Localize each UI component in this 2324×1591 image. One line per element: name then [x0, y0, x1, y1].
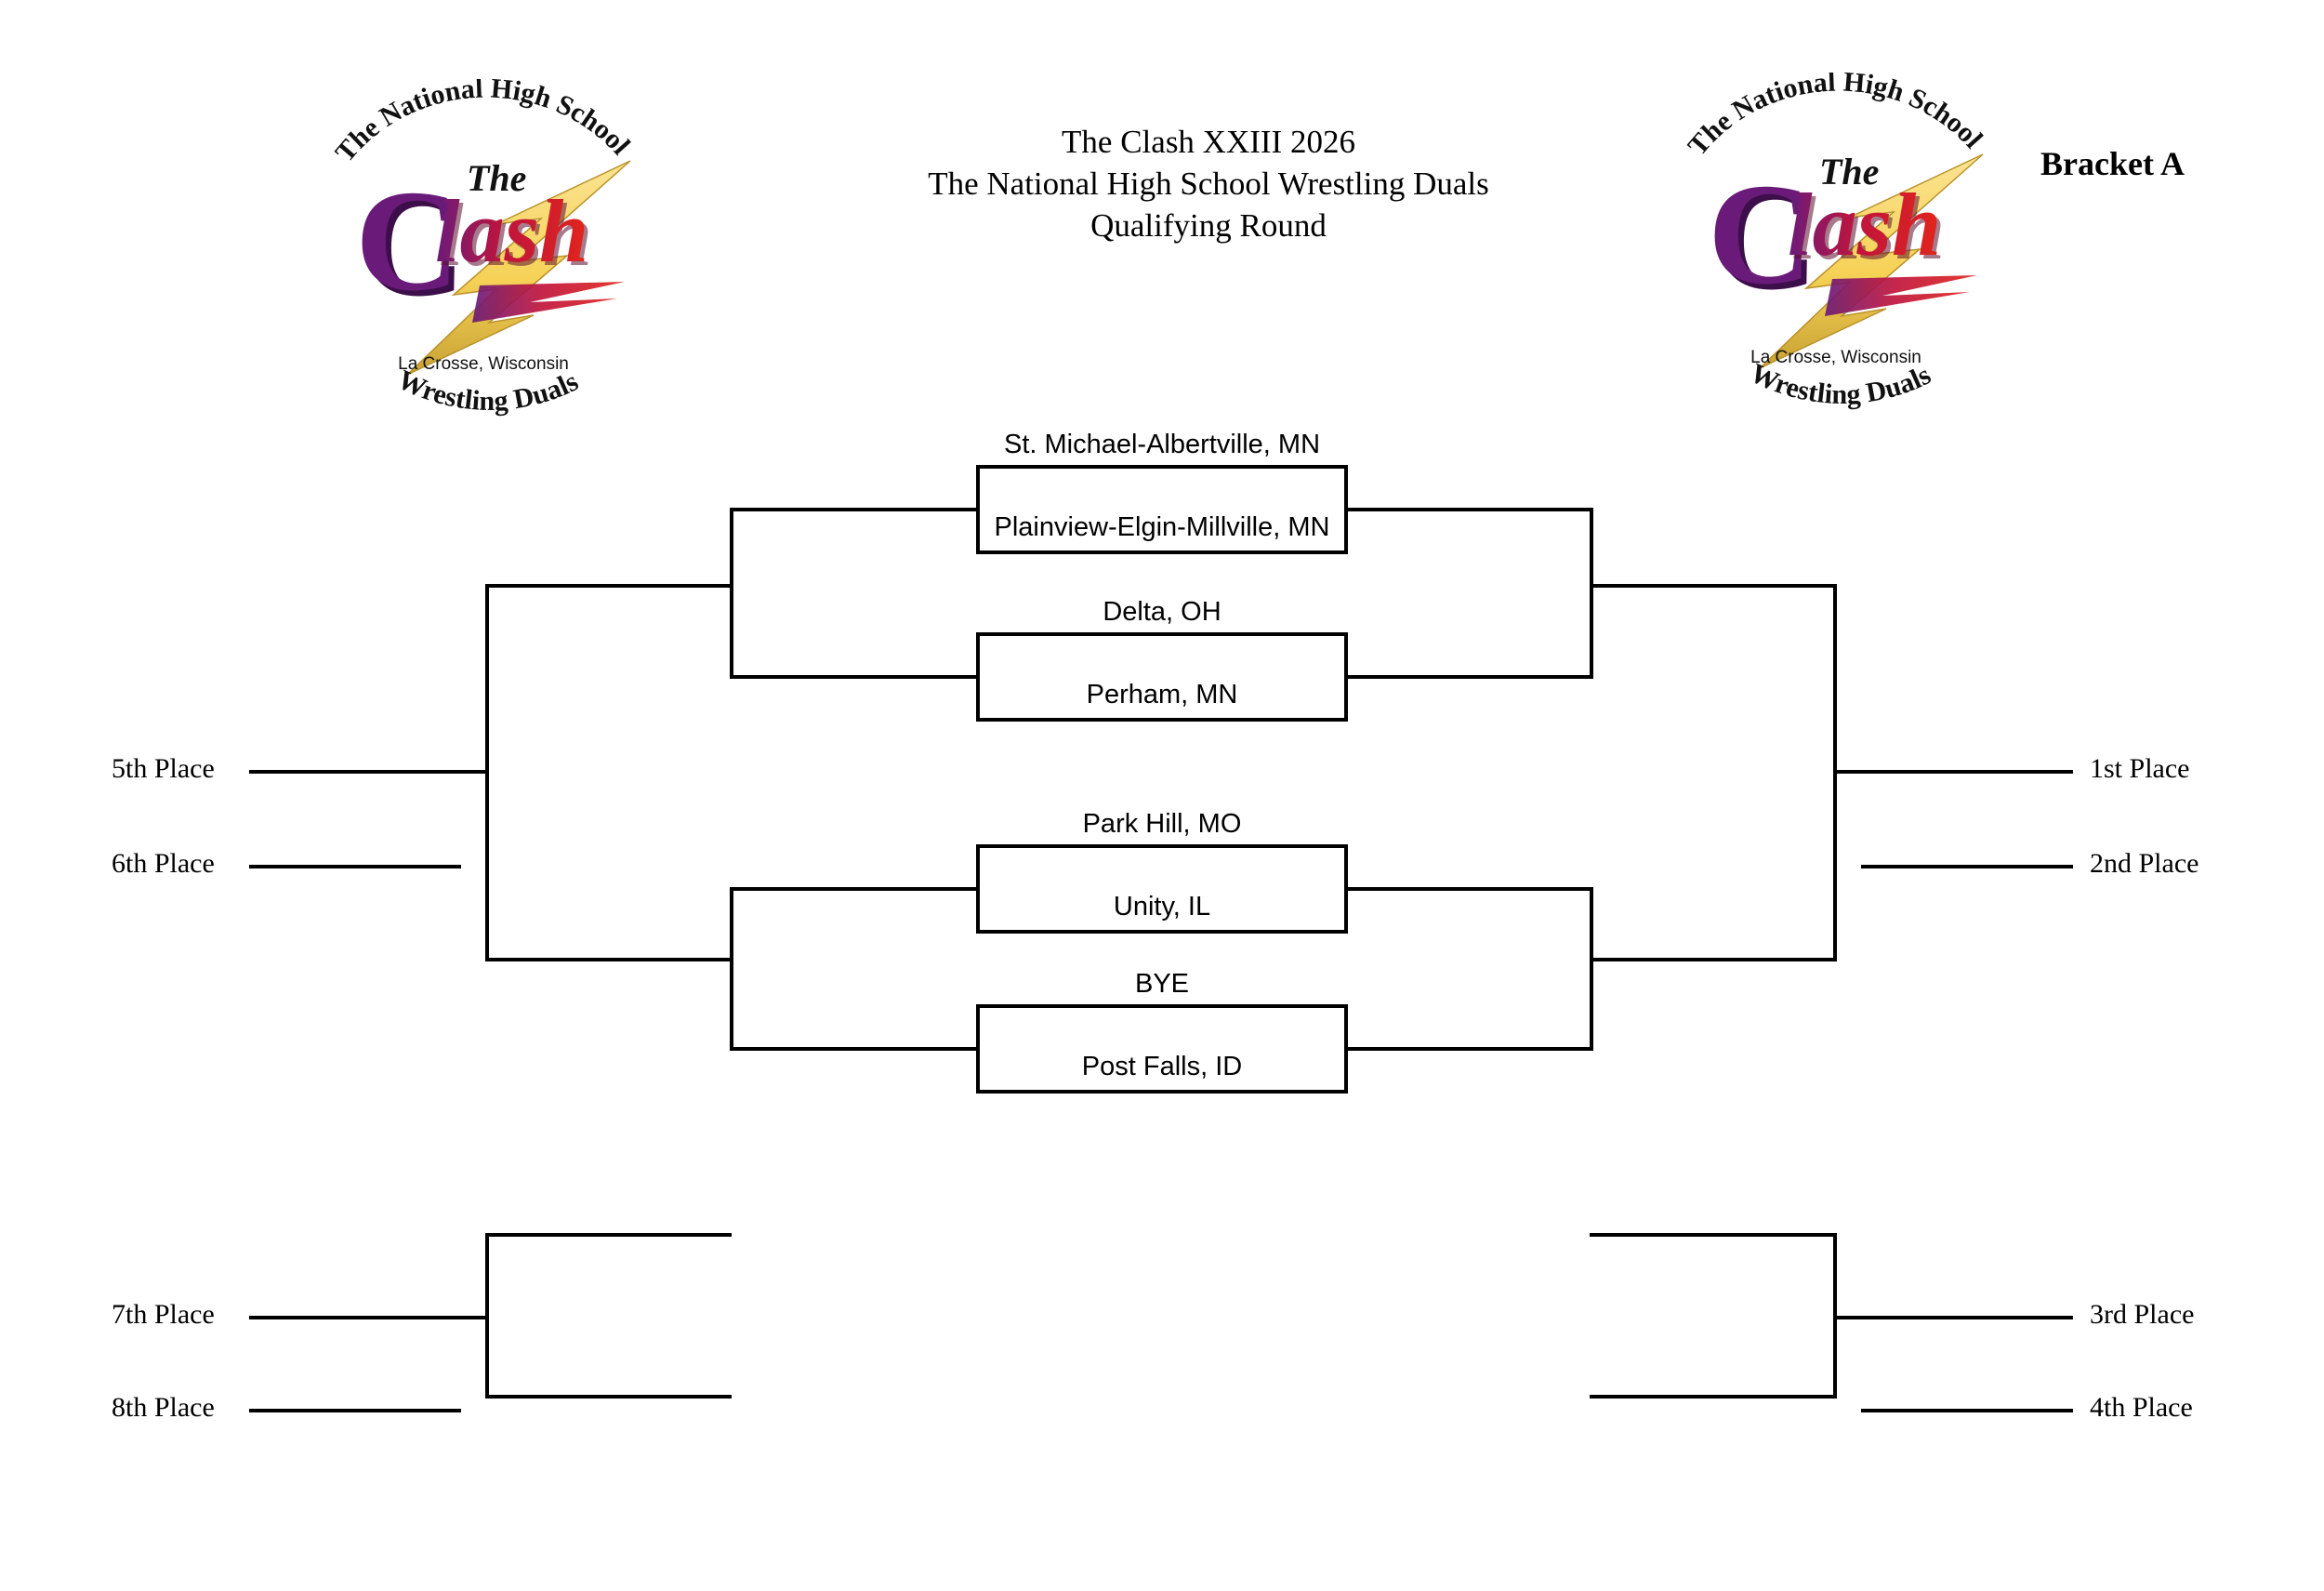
connector-left-qf3 — [730, 887, 980, 891]
team-name-bottom-qf1: Plainview-Elgin-Millville, MN — [994, 512, 1330, 542]
logo-the-text: The — [467, 157, 526, 199]
team-name-bottom-qf4: Post Falls, ID — [1081, 1052, 1243, 1081]
logo-c-shadow: C — [361, 166, 466, 326]
team-name-top-qf2: Delta, OH — [1103, 597, 1221, 627]
connector-right-semi-lower — [1590, 958, 1837, 961]
placement-label-5th: 5th Place — [112, 753, 215, 784]
bracket-label: Bracket A — [2040, 145, 2185, 182]
clash-logo-svg: The National High School C C lash lash T… — [329, 73, 636, 417]
logo-lash-shadow-right: lash — [1791, 179, 1945, 278]
clash-logo-right: The National High School C C lash lash T… — [1650, 66, 2022, 435]
connector-left-qf2 — [730, 675, 980, 679]
placement-label-6th: 6th Place — [112, 848, 215, 879]
clash-logo-left: The National High School C C lash lash T… — [297, 73, 669, 442]
match-box-qf3[interactable]: Park Hill, MO Unity, IL — [976, 809, 1348, 934]
connector-right-qf2 — [1344, 675, 1593, 679]
placement-label-2nd: 2nd Place — [2090, 848, 2199, 879]
connector-left-semi-lower — [485, 958, 733, 961]
connector-right-qf1 — [1344, 508, 1593, 511]
placement-label-4th: 4th Place — [2090, 1392, 2193, 1423]
connector-right-semi-upper — [1590, 584, 1837, 588]
connector-left-semi-upper — [485, 584, 733, 588]
placement-line-1st — [1833, 770, 2073, 774]
placement-label-7th: 7th Place — [112, 1299, 215, 1330]
consolation-right-top-arm — [1590, 1233, 1837, 1237]
title-line-2: The National High School Wrestling Duals — [928, 166, 1489, 203]
logo-the-text-right: The — [1819, 151, 1879, 192]
logo-lash-text: lash — [435, 181, 588, 281]
placement-label-8th: 8th Place — [112, 1392, 215, 1423]
match-box-qf1[interactable]: St. Michael-Albertville, MN Plainview-El… — [976, 430, 1348, 554]
consolation-left-bottom-arm — [485, 1395, 732, 1399]
placement-line-4th — [1861, 1409, 2073, 1412]
placement-line-2nd — [1861, 865, 2073, 868]
connector-left-qf1 — [730, 508, 980, 511]
logo-c-letter: C — [355, 160, 460, 321]
placement-line-7th — [249, 1316, 489, 1319]
placement-label-3rd: 3rd Place — [2090, 1299, 2195, 1330]
connector-vertical-left-lower — [730, 887, 733, 1051]
placement-line-8th — [249, 1409, 461, 1412]
match-box-qf4[interactable]: BYE Post Falls, ID — [976, 969, 1348, 1094]
team-name-bottom-qf3: Unity, IL — [1113, 892, 1211, 921]
page-title: The Clash XXIII 2026 The National High S… — [827, 121, 1590, 246]
connector-vertical-right-lower — [1590, 887, 1593, 1051]
title-line-1: The Clash XXIII 2026 — [1062, 124, 1355, 160]
placement-line-3rd — [1833, 1316, 2073, 1319]
lightning-bolt-red-icon-right — [1825, 275, 1977, 316]
team-name-bottom-qf2: Perham, MN — [1086, 680, 1238, 709]
lightning-bolt-red-icon — [472, 282, 625, 323]
placement-line-5th — [249, 770, 489, 774]
connector-right-qf4 — [1344, 1047, 1593, 1051]
team-name-top-qf4: BYE — [1134, 969, 1190, 999]
placement-line-6th — [249, 865, 461, 868]
logo-arc-top-text: The National High School — [329, 79, 636, 168]
logo-location-text: La Crosse, Wisconsin — [398, 354, 569, 374]
lightning-bolt-icon-right — [1759, 153, 1984, 369]
connector-vertical-left-upper — [730, 508, 733, 679]
logo-arc-top-text-right: The National High School — [1682, 73, 1988, 162]
logo-c-shadow-right: C — [1713, 159, 1818, 320]
consolation-right-bottom-arm — [1590, 1395, 1837, 1399]
logo-lash-text-right: lash — [1788, 175, 1941, 274]
team-name-top-qf1: St. Michael-Albertville, MN — [1003, 430, 1321, 459]
connector-right-qf3 — [1344, 887, 1593, 891]
connector-left-qf4 — [730, 1047, 980, 1051]
logo-c-letter-right: C — [1708, 153, 1813, 314]
logo-lash-shadow: lash — [439, 185, 592, 285]
clash-logo-svg-right: The National High School C C lash lash T… — [1682, 66, 1988, 410]
team-name-top-qf3: Park Hill, MO — [1082, 809, 1242, 839]
consolation-left-top-arm — [485, 1233, 732, 1237]
title-line-3: Qualifying Round — [1090, 207, 1327, 245]
match-box-qf2[interactable]: Delta, OH Perham, MN — [976, 597, 1348, 722]
lightning-bolt-icon — [406, 160, 631, 376]
placement-label-1st: 1st Place — [2090, 753, 2190, 784]
logo-location-text-right: La Crosse, Wisconsin — [1750, 348, 1921, 367]
connector-vertical-right-upper — [1590, 508, 1593, 679]
